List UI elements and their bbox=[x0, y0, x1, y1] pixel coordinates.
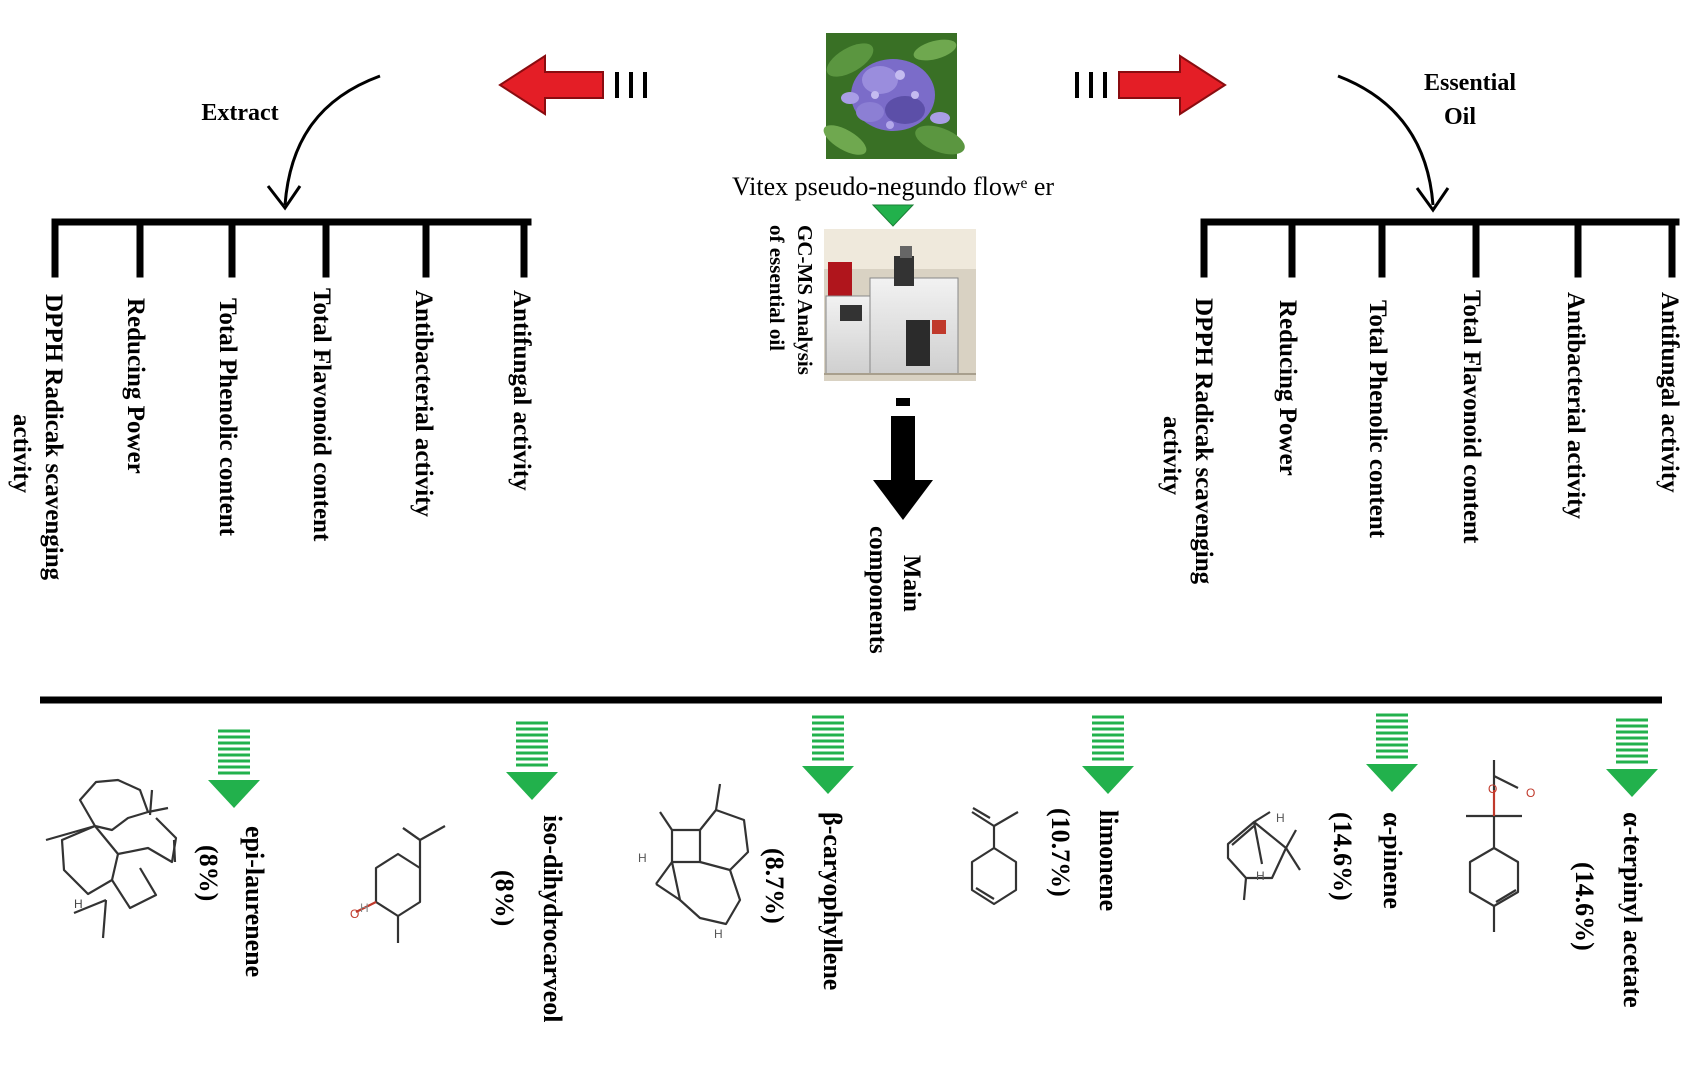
component-arrow-limonene bbox=[1082, 715, 1134, 794]
component-name-alpha-terpinyl-acetate: α-terpinyl acetate bbox=[1618, 812, 1647, 1008]
gcms-green-arrow bbox=[871, 204, 915, 227]
component-arrow-beta-caryophyllene bbox=[802, 715, 854, 794]
essential-oil-label-line2: Oil bbox=[1444, 104, 1476, 130]
left-item-total-flavonoid: Total Flavonoid content bbox=[308, 288, 335, 542]
svg-text:O: O bbox=[1526, 786, 1535, 800]
left-curved-arrow bbox=[266, 74, 381, 211]
structure-limonene bbox=[970, 807, 1019, 906]
component-name-alpha-pinene: α-pinene bbox=[1378, 812, 1407, 909]
gcms-instrument-photo bbox=[824, 229, 976, 381]
component-arrow-alpha-terpinyl-acetate bbox=[1606, 718, 1658, 797]
main-components-line1: Main bbox=[898, 555, 925, 612]
component-name-iso-dihydrocarveol: iso-dihydrocarveol bbox=[538, 815, 567, 1023]
svg-text:O: O bbox=[350, 907, 359, 921]
right-tally-marks bbox=[1075, 72, 1107, 98]
right-red-arrow bbox=[1118, 54, 1227, 116]
component-percent-alpha-terpinyl-acetate: (14.6%) bbox=[1570, 862, 1599, 951]
component-percent-alpha-pinene: (14.6%) bbox=[1328, 812, 1357, 901]
right-item-total-phenolic: Total Phenolic content bbox=[1364, 300, 1391, 539]
right-item-reducing-power: Reducing Power bbox=[1274, 300, 1301, 476]
main-components-line2: components bbox=[864, 526, 891, 654]
left-item-total-phenolic: Total Phenolic content bbox=[214, 298, 241, 537]
structure-alpha-terpinyl-acetate: O O bbox=[1466, 760, 1535, 932]
component-arrow-alpha-pinene bbox=[1366, 713, 1418, 792]
component-arrow-epi-laurenene bbox=[208, 729, 260, 808]
right-item-dpph-line2: activity bbox=[1158, 416, 1185, 496]
left-item-dpph-line2: activity bbox=[8, 414, 35, 494]
component-name-epi-laurenene: epi-laurenene bbox=[240, 826, 269, 977]
svg-text:H: H bbox=[638, 851, 647, 865]
left-item-dpph-line1: DPPH Radicak scavenging bbox=[40, 294, 67, 581]
components-group: epi-laurenene (8%) iso-dihydrocarveol (8… bbox=[194, 713, 1658, 1023]
structure-iso-dihydrocarveol: O H bbox=[350, 825, 446, 943]
flower-photo bbox=[823, 33, 965, 159]
component-percent-iso-dihydrocarveol: (8%) bbox=[490, 870, 519, 926]
svg-text:H: H bbox=[1256, 869, 1265, 883]
component-percent-beta-caryophyllene: (8.7%) bbox=[760, 848, 789, 924]
component-percent-epi-laurenene: (8%) bbox=[194, 845, 223, 901]
extract-label: Extract bbox=[201, 100, 278, 126]
right-item-dpph-line1: DPPH Radicak scavenging bbox=[1190, 298, 1217, 585]
right-item-antibacterial: Antibacterial activity bbox=[1562, 292, 1589, 520]
component-name-limonene: limonene bbox=[1094, 810, 1123, 911]
svg-text:H: H bbox=[74, 897, 83, 911]
right-curved-arrow bbox=[1337, 74, 1450, 213]
main-components-black-arrow bbox=[873, 398, 933, 520]
left-red-arrow bbox=[498, 54, 604, 116]
essential-oil-label-line1: Essential bbox=[1424, 70, 1516, 96]
right-item-total-flavonoid: Total Flavonoid content bbox=[1458, 290, 1485, 544]
right-branch-comb bbox=[1200, 218, 1680, 278]
left-item-antifungal: Antifungal activity bbox=[508, 290, 535, 491]
svg-text:H: H bbox=[714, 927, 723, 941]
svg-text:O: O bbox=[1488, 782, 1497, 796]
gcms-label-line2: of essential oil bbox=[765, 225, 789, 351]
component-arrow-iso-dihydrocarveol bbox=[506, 721, 558, 800]
flower-label: Vitex pseudo-negundo flowᵉ er bbox=[732, 172, 1054, 201]
structure-beta-caryophyllene: H H bbox=[638, 783, 750, 941]
component-percent-limonene: (10.7%) bbox=[1046, 808, 1075, 897]
left-item-reducing-power: Reducing Power bbox=[122, 298, 149, 474]
left-branch-comb bbox=[51, 218, 532, 278]
gcms-label-line1: GC-MS Analysis bbox=[793, 225, 817, 375]
left-item-antibacterial: Antibacterial activity bbox=[410, 290, 437, 518]
structure-alpha-pinene: H H bbox=[1226, 811, 1301, 901]
svg-text:H: H bbox=[360, 901, 369, 915]
right-item-antifungal: Antifungal activity bbox=[1656, 292, 1683, 493]
svg-text:H: H bbox=[1276, 811, 1285, 825]
left-tally-marks bbox=[615, 72, 647, 98]
component-name-beta-caryophyllene: β-caryophyllene bbox=[818, 812, 847, 990]
structure-epi-laurenene: H bbox=[45, 778, 178, 939]
